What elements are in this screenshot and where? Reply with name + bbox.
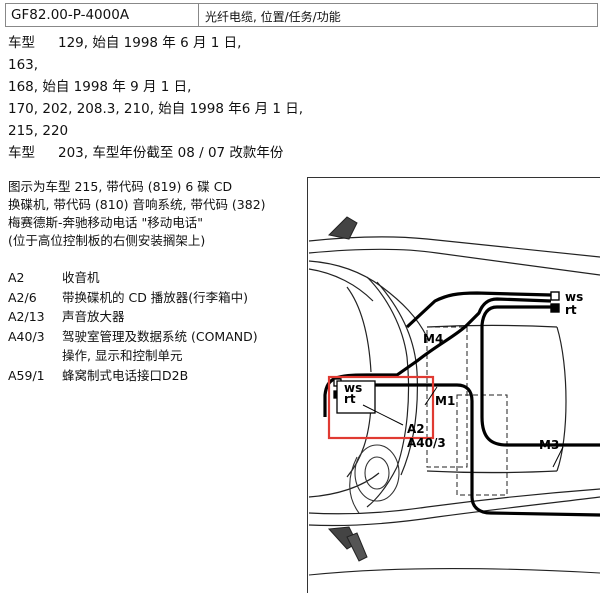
document-title: 光纤电缆, 位置/任务/功能	[205, 10, 341, 24]
applicability-line: 170, 202, 208.3, 210, 始自 1998 年6 月 1 日,	[8, 101, 304, 117]
document-code: GF82.00-P-4000A	[6, 4, 199, 26]
legend-row: 操作, 显示和控制单元	[62, 348, 183, 363]
model-label: 车型	[8, 35, 35, 51]
label-m4: M4	[423, 332, 443, 346]
applicability-line: 168, 始自 1998 年 9 月 1 日,	[8, 79, 192, 95]
leader-lines	[362, 386, 564, 468]
label-rt-bottom: rt	[344, 392, 356, 406]
vehicle-diagram: ws rt ws rt M4 M1 M3 A2 A40/3	[307, 177, 600, 593]
steering-wheel-shape	[349, 444, 400, 514]
applicability-line: 163,	[8, 57, 39, 73]
label-ws-top: ws	[565, 290, 583, 304]
label-rt-top: rt	[565, 303, 577, 317]
connector-rt-top	[550, 303, 560, 313]
vehicle-diagram-svg: ws rt ws rt M4 M1 M3 A2 A40/3	[307, 177, 600, 593]
label-ws-bottom: ws	[344, 381, 362, 395]
module-region-dashed	[426, 326, 468, 468]
rear-trim-shape	[346, 532, 368, 562]
applicability-line: 215, 220	[8, 123, 69, 139]
label-a2: A2	[407, 422, 425, 436]
connector-ws-top	[550, 291, 560, 301]
cable-upper	[405, 291, 552, 329]
figure-description: 图示为车型 215, 带代码 (819) 6 碟 CD 换碟机, 带代码 (81…	[8, 179, 266, 248]
cable-m3	[365, 383, 600, 517]
document-header: GF82.00-P-4000A 光纤电缆, 位置/任务/功能	[5, 3, 598, 27]
car-body-outline	[308, 567, 600, 576]
highlight-box	[327, 375, 435, 440]
label-a40-3: A40/3	[407, 436, 446, 450]
label-m3: M3	[539, 438, 559, 452]
left-mirror-shape	[327, 216, 358, 240]
model-label: 车型	[8, 145, 35, 161]
label-m1: M1	[435, 394, 455, 408]
cable-m1	[480, 305, 600, 447]
